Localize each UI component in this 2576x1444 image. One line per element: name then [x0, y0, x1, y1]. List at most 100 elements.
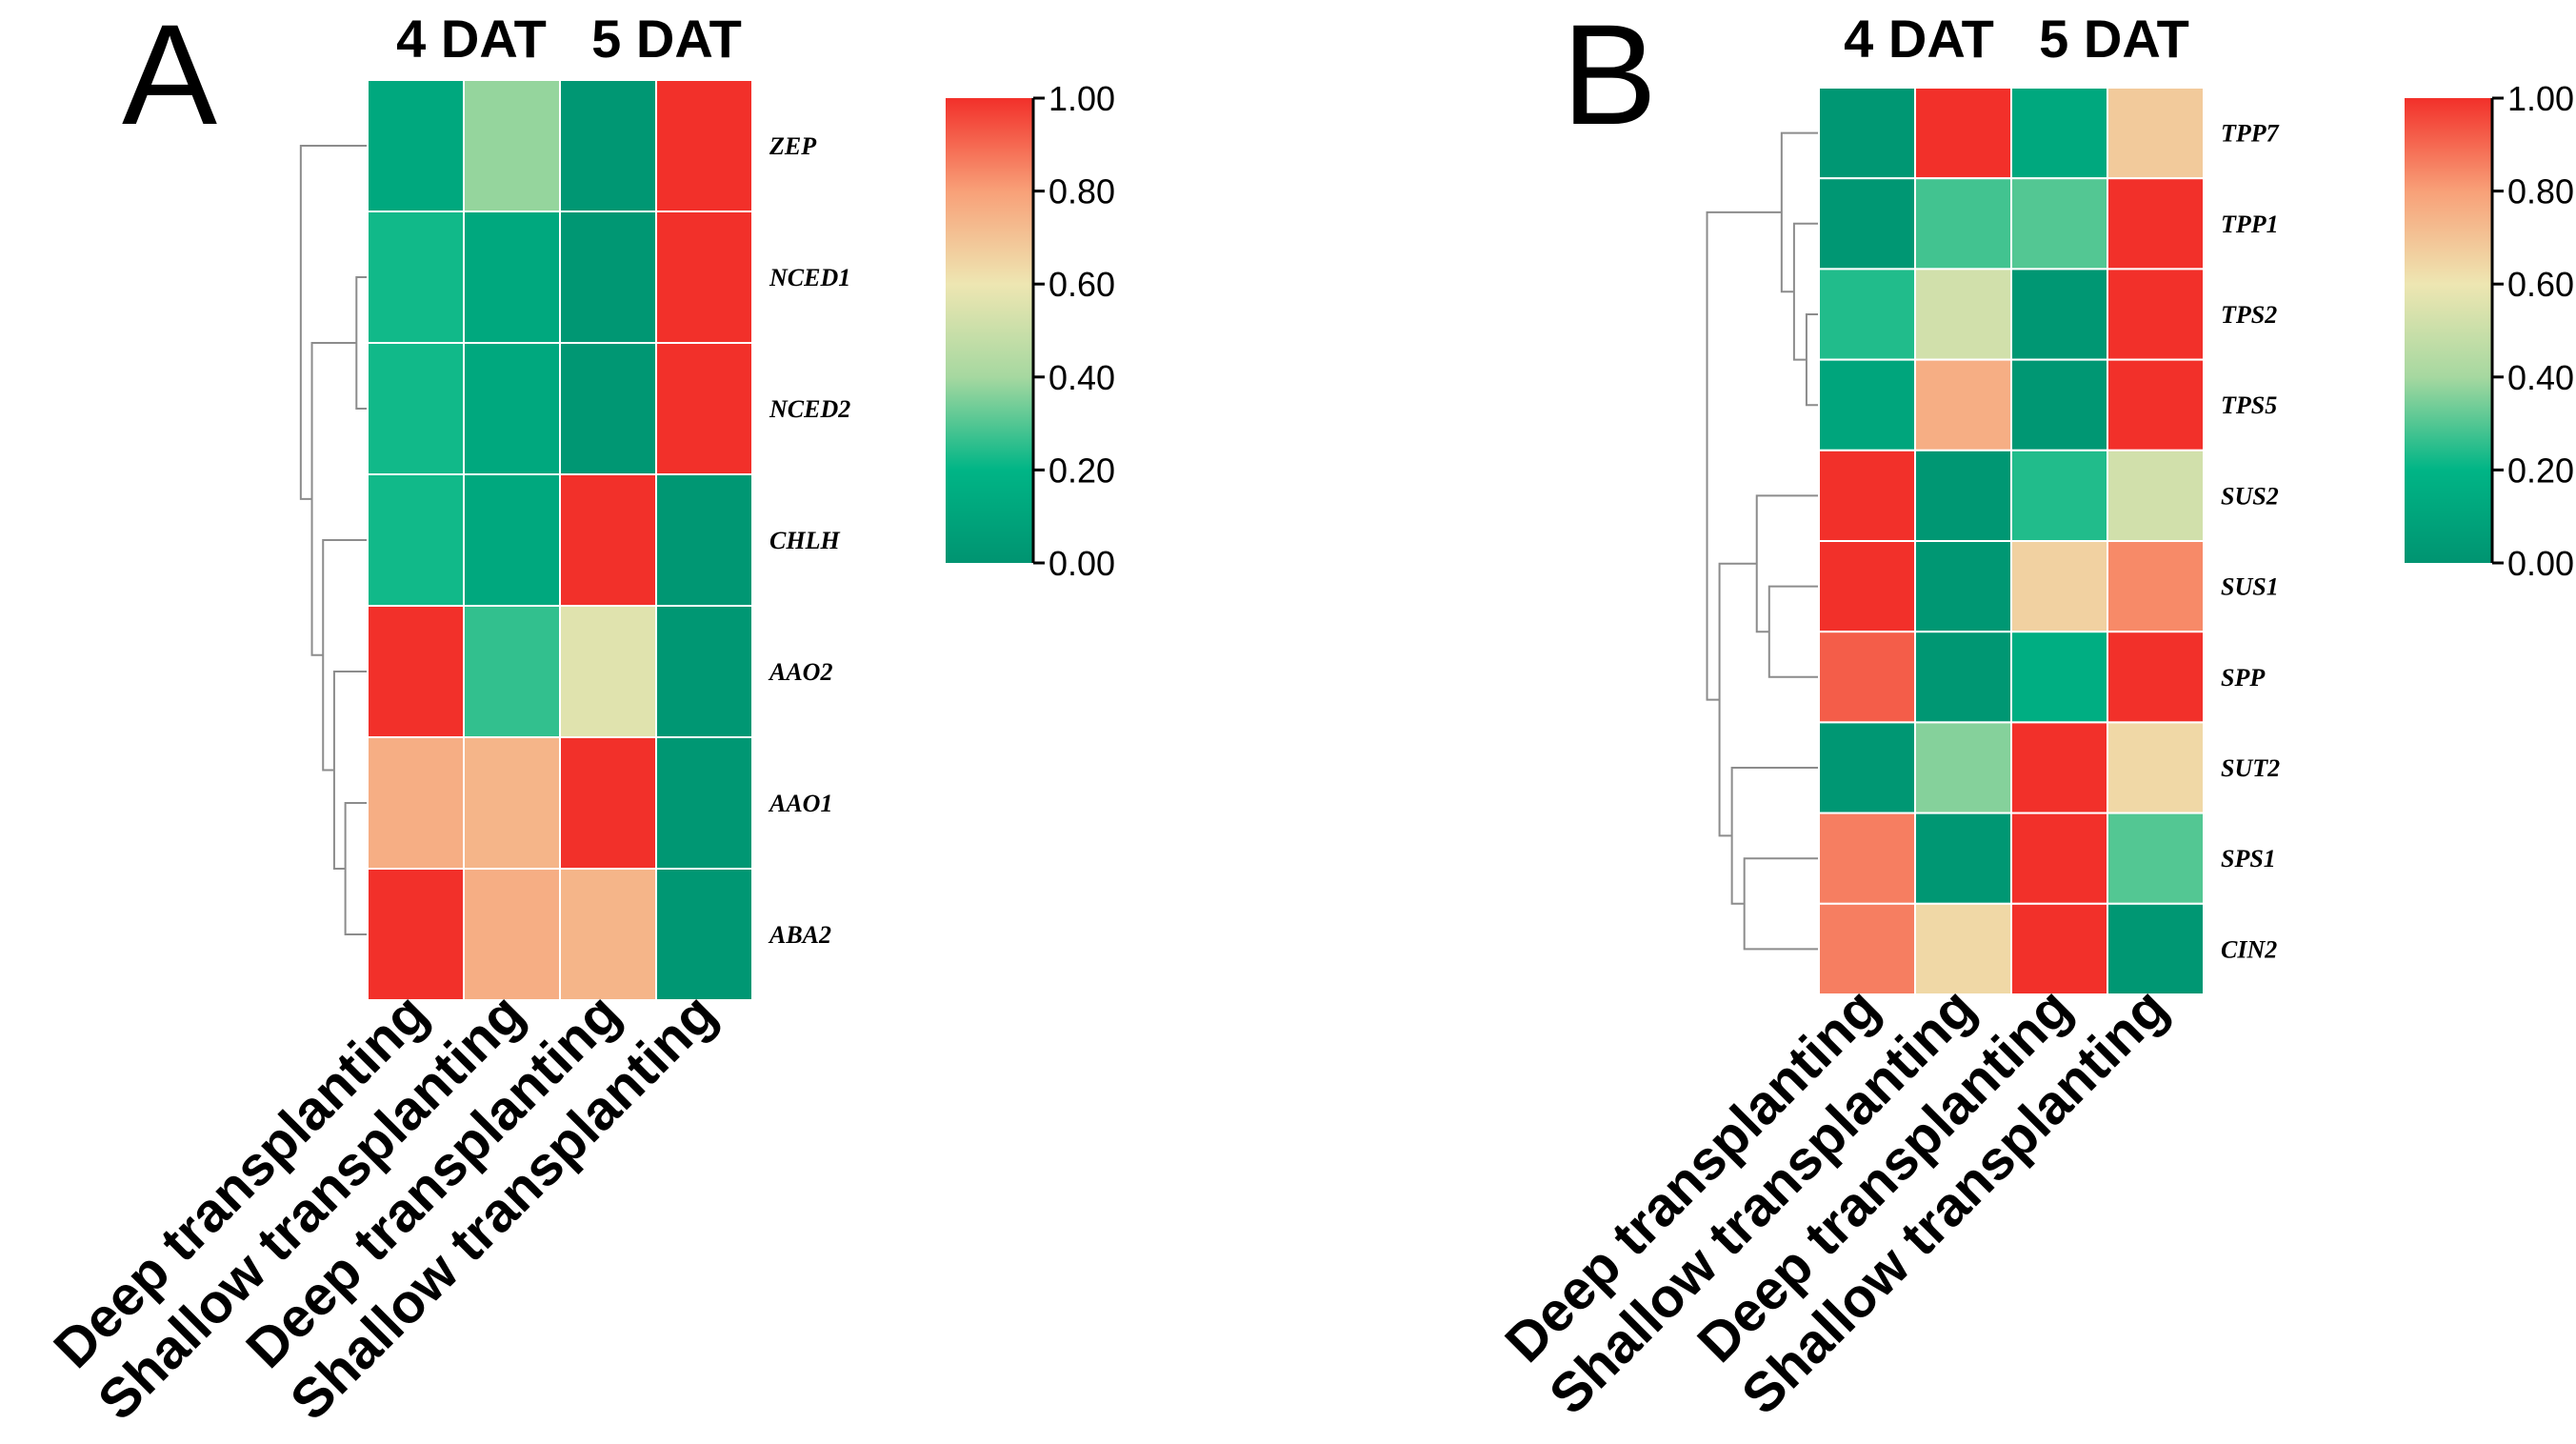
row-label-aao1: AAO1	[768, 790, 832, 817]
heatmap-cell-tpp7-2	[1914, 87, 2012, 180]
heatmap-cell-zep-3	[559, 79, 657, 212]
colorbar-tick-label: 1.00	[2507, 79, 2574, 118]
colorbar-gradient-b	[2405, 98, 2492, 563]
heatmap-cell-aba2-4	[655, 868, 753, 1001]
colorbar-tick-label: 0.20	[1048, 451, 1115, 490]
heatmap-cell-sps1-1	[1818, 812, 1916, 905]
heatmap-cell-sut2-1	[1818, 721, 1916, 814]
heatmap-cell-aba2-2	[463, 868, 561, 1001]
row-label-sps1: SPS1	[2221, 845, 2276, 872]
heatmap-cell-chlh-1	[367, 473, 465, 607]
heatmap-cell-nced2-1	[367, 342, 465, 475]
heatmap-cell-cin2-1	[1818, 902, 1916, 995]
row-label-tps2: TPS2	[2221, 301, 2277, 329]
heatmap-cell-tps2-3	[2010, 268, 2108, 361]
row-label-aba2: ABA2	[768, 921, 831, 949]
heatmap-cell-aao1-2	[463, 736, 561, 870]
heatmap-cell-chlh-4	[655, 473, 753, 607]
colorbar-tick-label: 0.20	[2507, 451, 2574, 490]
heatmap-cell-sut2-4	[2107, 721, 2205, 814]
row-dendrogram-a	[299, 145, 368, 935]
colorbar-tick-label: 0.00	[2507, 544, 2574, 583]
colorbar-gradient-a	[946, 98, 1033, 563]
colorbar-tick-label: 0.80	[1048, 172, 1115, 211]
heatmap-cell-sut2-2	[1914, 721, 2012, 814]
row-label-zep: ZEP	[769, 132, 817, 160]
heatmap-cell-sus2-2	[1914, 449, 2012, 542]
panel-a: A 4 DAT 5 DAT ZEPNCED1NCED2CHLHAAO2AAO1A…	[42, 0, 1115, 1432]
row-label-sus2: SUS2	[2221, 482, 2279, 510]
heatmap-cell-sps1-4	[2107, 812, 2205, 905]
dendrogram-branch	[310, 342, 357, 656]
heatmap-cell-aao2-2	[463, 605, 561, 738]
heatmap-cell-sus1-3	[2010, 540, 2108, 633]
row-label-tpp1: TPP1	[2221, 211, 2279, 238]
heatmap-cell-spp-4	[2107, 631, 2205, 724]
row-label-sus1: SUS1	[2221, 573, 2279, 601]
row-label-cin2: CIN2	[2221, 935, 2277, 963]
heatmap-cell-tps5-4	[2107, 358, 2205, 451]
heatmap-cell-tps5-2	[1914, 358, 2012, 451]
panel-letter-a: A	[122, 0, 217, 154]
colorbar-ticks-b: 0.000.200.400.600.801.00	[2492, 79, 2574, 583]
row-label-nced2: NCED2	[769, 395, 850, 423]
heatmap-cell-tps5-3	[2010, 358, 2108, 451]
colorbar-b: 0.000.200.400.600.801.00	[2405, 79, 2574, 583]
colorbar-tick-label: 0.40	[1048, 358, 1115, 397]
dendrogram-branch	[299, 145, 368, 500]
dendrogram-branch	[1743, 857, 1819, 951]
colorbar-tick-label: 0.00	[1048, 544, 1115, 583]
group-label-4dat-b: 4 DAT	[1844, 9, 1994, 69]
dendrogram-branch	[332, 671, 368, 870]
dendrogram-branch	[1718, 562, 1757, 837]
heatmap-cell-zep-2	[463, 79, 561, 212]
row-label-spp: SPP	[2221, 664, 2266, 692]
heatmap-cell-nced2-2	[463, 342, 561, 475]
heatmap-cell-sus1-1	[1818, 540, 1916, 633]
heatmap-cell-tps2-4	[2107, 268, 2205, 361]
panel-letter-b: B	[1562, 0, 1657, 154]
heatmap-cell-nced2-4	[655, 342, 753, 475]
heatmap-cell-sus1-2	[1914, 540, 2012, 633]
colorbar-tick-label: 0.60	[1048, 265, 1115, 304]
heatmap-cell-tpp1-4	[2107, 177, 2205, 271]
heatmap-cell-tpp1-3	[2010, 177, 2108, 271]
heatmap-cell-aao1-4	[655, 736, 753, 870]
heatmap-cell-tpp1-1	[1818, 177, 1916, 271]
heatmap-cell-aao2-4	[655, 605, 753, 738]
heatmap-cell-chlh-3	[559, 473, 657, 607]
row-dendrogram-b	[1706, 131, 1819, 951]
heatmap-cell-tps2-2	[1914, 268, 2012, 361]
dendrogram-branch	[1805, 313, 1819, 407]
heatmap-cell-zep-1	[367, 79, 465, 212]
heatmap-cell-cin2-2	[1914, 902, 2012, 995]
heatmap-cell-spp-3	[2010, 631, 2108, 724]
heatmap-cell-sus2-1	[1818, 449, 1916, 542]
row-label-tpp7: TPP7	[2221, 120, 2280, 148]
group-label-5dat-b: 5 DAT	[2039, 9, 2189, 69]
heatmap-cell-aao2-1	[367, 605, 465, 738]
heatmap-cell-zep-4	[655, 79, 753, 212]
group-label-4dat-a: 4 DAT	[396, 9, 547, 69]
dendrogram-branch	[344, 802, 368, 935]
heatmap-cells-b	[1818, 87, 2205, 995]
heatmap-cell-sps1-3	[2010, 812, 2108, 905]
dendrogram-branch	[355, 276, 368, 410]
row-label-chlh: CHLH	[769, 527, 840, 554]
heatmap-cell-tpp7-4	[2107, 87, 2205, 180]
heatmap-cell-nced1-3	[559, 211, 657, 344]
heatmap-cell-tpp7-1	[1818, 87, 1916, 180]
heatmap-cell-aao1-3	[559, 736, 657, 870]
row-label-aao2: AAO2	[768, 658, 832, 686]
heatmap-cell-aao2-3	[559, 605, 657, 738]
colorbar-tick-label: 0.60	[2507, 265, 2574, 304]
dendrogram-branch	[1755, 494, 1819, 633]
heatmap-cell-tpp7-3	[2010, 87, 2108, 180]
heatmap-cell-tpp1-2	[1914, 177, 2012, 271]
dendrogram-branch	[1780, 131, 1819, 293]
group-label-5dat-a: 5 DAT	[591, 9, 742, 69]
heatmap-cell-aao1-1	[367, 736, 465, 870]
heatmap-cell-sut2-3	[2010, 721, 2108, 814]
colorbar-a: 0.000.200.400.600.801.00	[946, 79, 1115, 583]
